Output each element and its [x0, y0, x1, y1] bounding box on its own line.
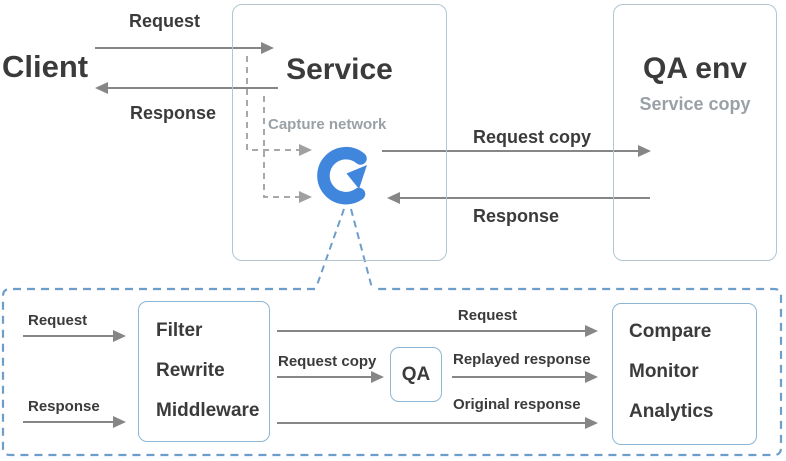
service-box [232, 4, 447, 261]
qa-box-label: QA [401, 363, 431, 385]
request-label: Request [129, 11, 201, 31]
detail-panel-border [1, 287, 783, 457]
panel-request-arrow [277, 325, 598, 337]
replayed-response-arrow [452, 371, 598, 383]
results-item-analytics: Analytics [629, 401, 714, 422]
panel-request-in-label: Request [28, 312, 88, 329]
pipeline-item-filter: Filter [156, 320, 203, 341]
results-item-monitor: Monitor [629, 361, 699, 382]
capture-response-dashed-arrow [263, 96, 312, 203]
service-title: Service [286, 53, 393, 86]
qa-response-label: Response [473, 206, 560, 226]
panel-request-copy-label: Request copy [278, 353, 377, 370]
pipeline-item-middleware: Middleware [156, 400, 260, 421]
panel-request-label: Request [457, 307, 518, 324]
qa-env-box [613, 4, 777, 261]
client-response-arrow [95, 82, 278, 94]
panel-request-copy-arrow [277, 371, 384, 383]
original-response-label: Original response [453, 396, 581, 413]
qa-response-arrow [387, 192, 650, 204]
results-item-list: Compare Monitor Analytics [629, 322, 713, 442]
panel-response-in-arrow [23, 416, 126, 428]
results-item-compare: Compare [629, 321, 712, 342]
replayed-response-label: Replayed response [453, 351, 591, 368]
request-copy-label: Request copy [473, 127, 592, 147]
client-label: Client [2, 49, 89, 84]
panel-response-in-label: Response [28, 398, 100, 415]
client-request-arrow [95, 42, 274, 54]
capture-request-dashed-arrow [246, 56, 312, 156]
qa-box: QA [390, 347, 442, 402]
qa-env-subtitle: Service copy [639, 94, 751, 114]
pipeline-item-rewrite: Rewrite [156, 360, 225, 381]
request-copy-arrow [382, 145, 651, 157]
panel-request-in-arrow [23, 330, 126, 342]
results-box [612, 303, 757, 445]
original-response-arrow [277, 417, 598, 429]
capture-network-label: Capture network [268, 116, 387, 133]
response-label: Response [130, 103, 217, 123]
replay-logo-icon [314, 144, 378, 208]
callout-lines [315, 208, 373, 289]
pipeline-item-list: Filter Rewrite Middleware [156, 321, 259, 441]
pipeline-box [138, 301, 270, 442]
qa-env-title: QA env [643, 52, 747, 85]
